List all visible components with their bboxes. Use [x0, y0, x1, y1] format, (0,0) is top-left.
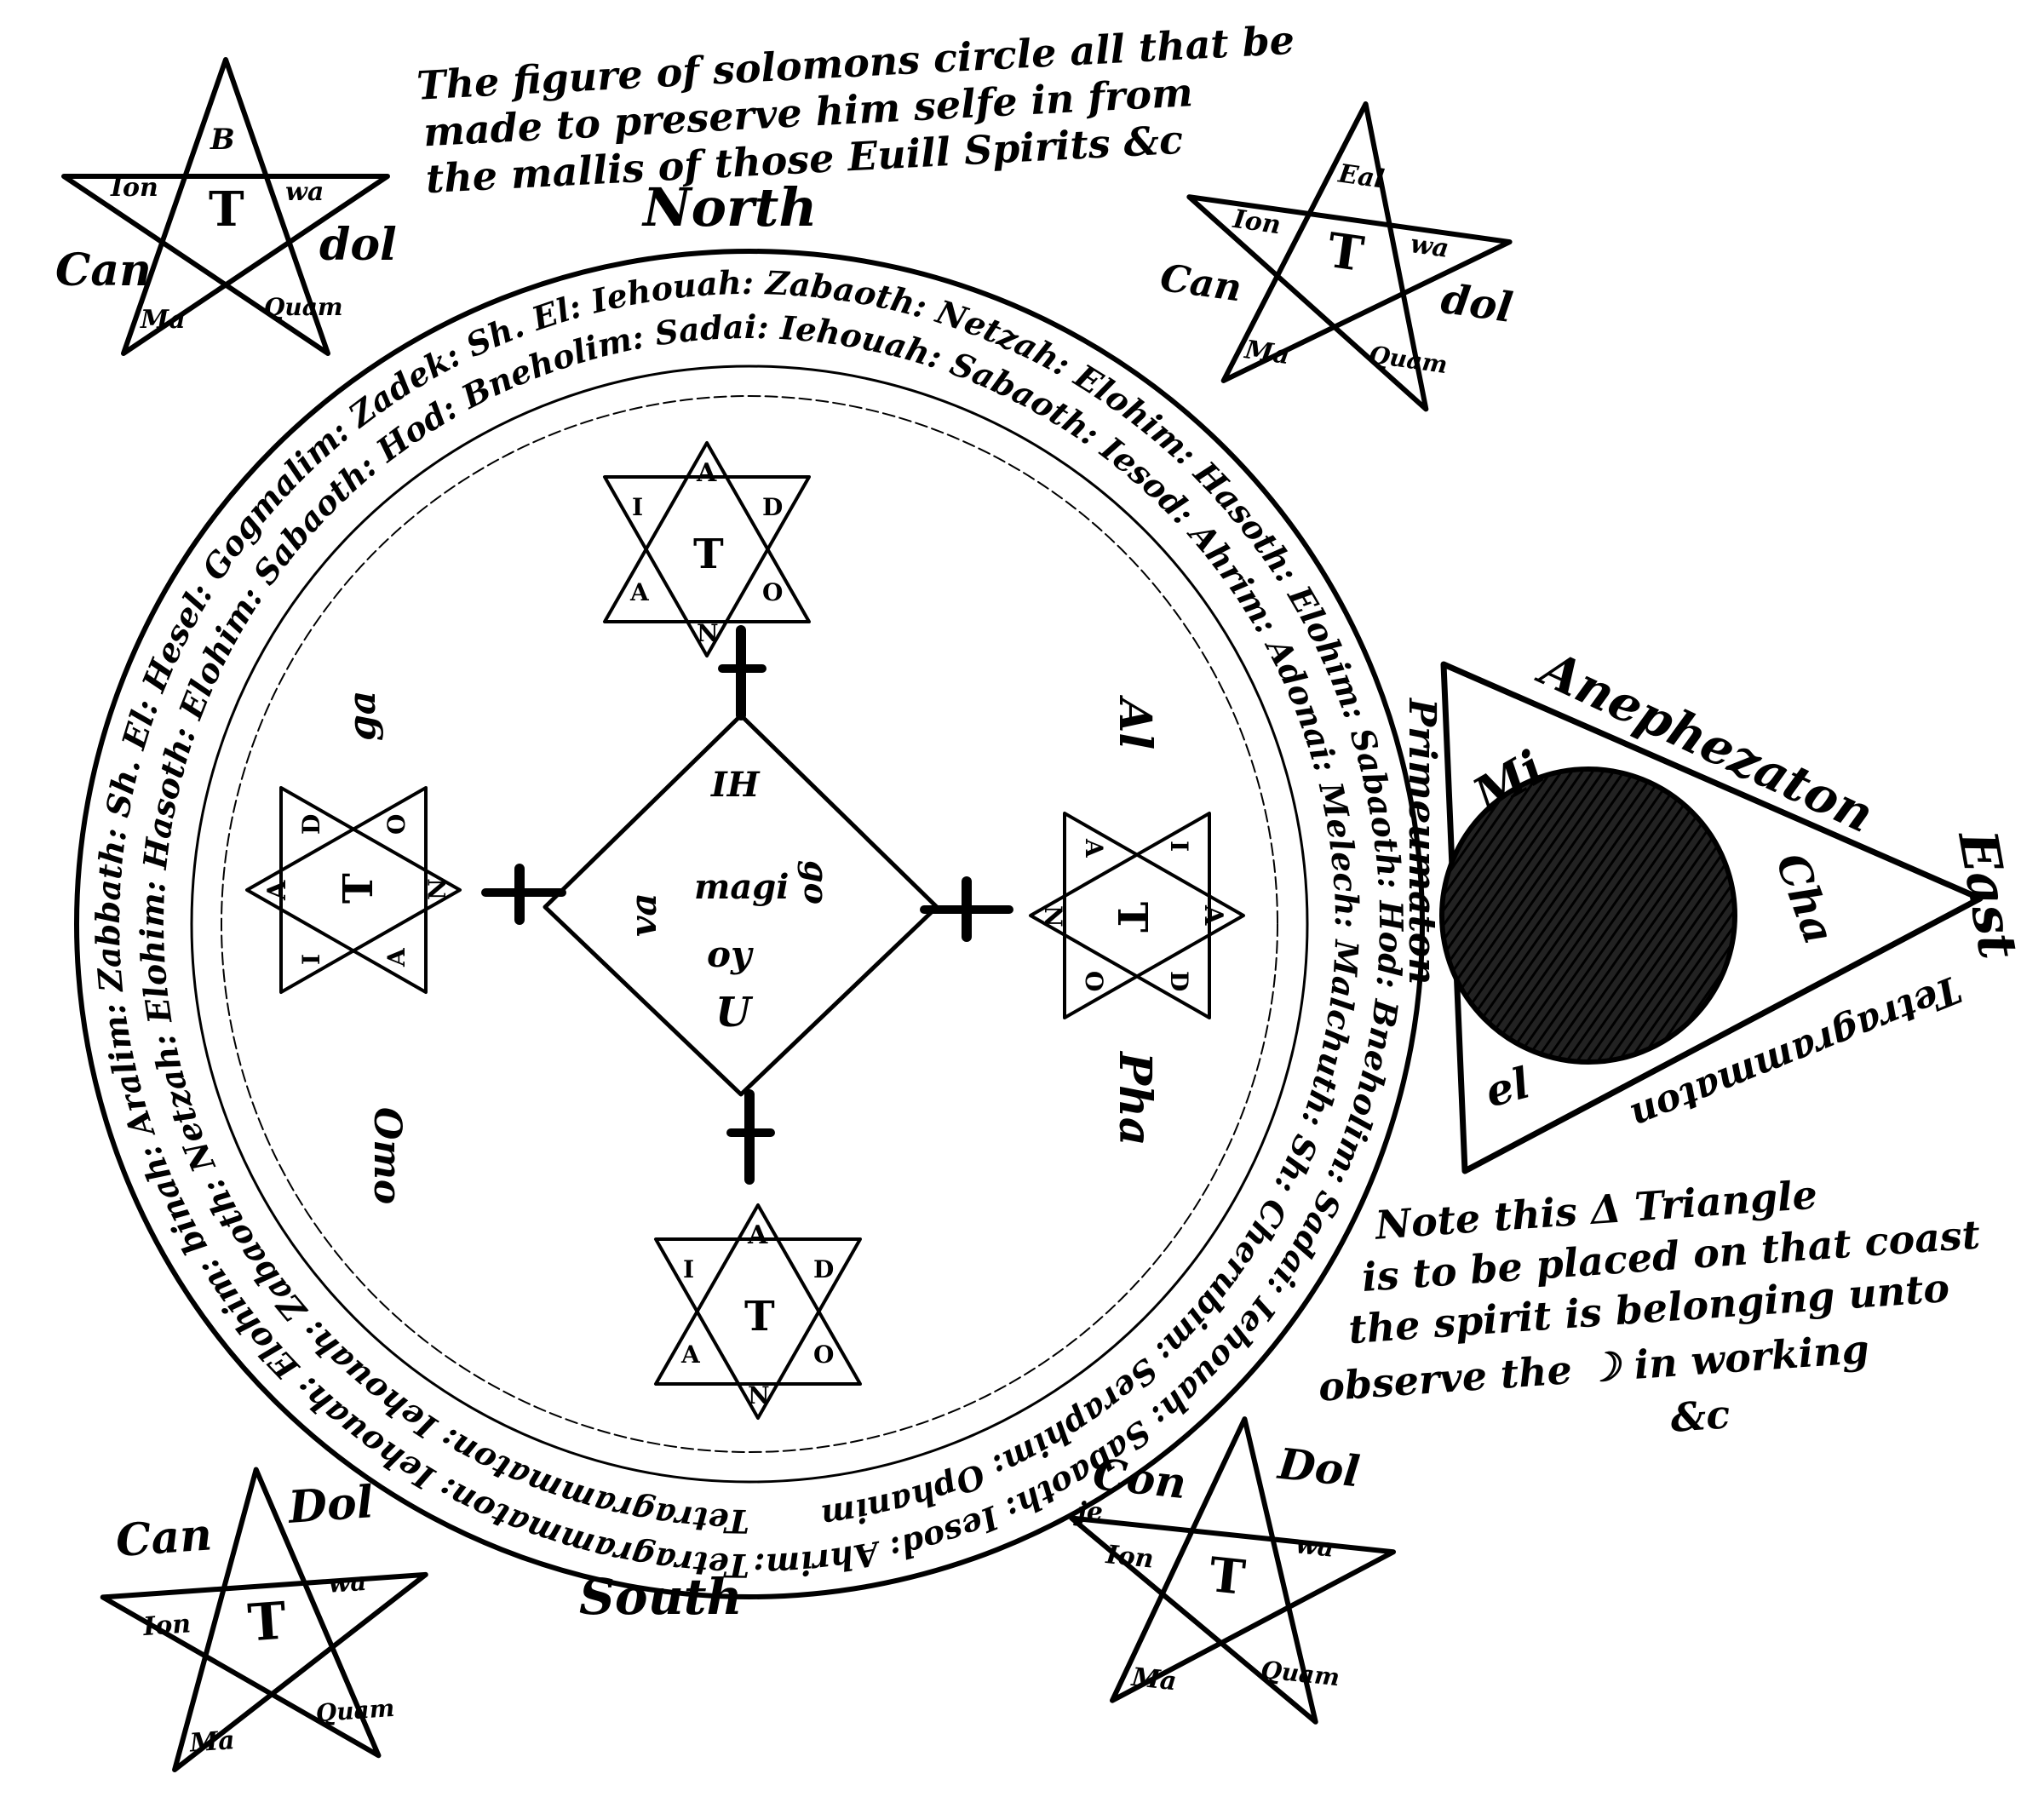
hexagram-left-point-6: I	[297, 954, 325, 965]
hexagram-top-point-2: D	[762, 493, 783, 521]
square-label-bottom: U	[715, 989, 754, 1036]
cross-top	[718, 625, 766, 721]
hexagram-top-point-1: A	[696, 458, 717, 488]
hexagram-right-point-2: D	[1165, 971, 1193, 991]
pentagram-4-center: T	[1207, 1547, 1249, 1606]
pentagram-4-bottom-left: Ma	[1129, 1662, 1178, 1697]
hexagram-right-point-6: I	[1165, 841, 1193, 852]
pentagram-3-bottom-left: Ma	[188, 1725, 236, 1759]
hexagram-bottom-point-3: O	[813, 1341, 834, 1369]
hexagram-top-point-3: O	[762, 578, 783, 606]
pentagram-2-left: Can	[1157, 256, 1244, 311]
hexagram-bottom-point-4: N	[748, 1381, 770, 1409]
right-hexagram-label-bottom: Pha	[1109, 1050, 1161, 1146]
central-square: IH va magi go oy U	[543, 713, 939, 1097]
pentagram-2-bottom-left: Ma	[1243, 335, 1292, 370]
direction-north: North	[641, 176, 817, 238]
pentagram-1-inner-right: wa	[285, 177, 324, 207]
pentagram-2-center: T	[1324, 222, 1368, 283]
pentagram-2-bottom-right: Quam	[1367, 341, 1449, 380]
right-hexagram-label-top: Al	[1109, 694, 1161, 749]
direction-east: East	[1946, 824, 2030, 964]
square-label-top: IH	[710, 765, 761, 805]
pentagram-1-center: T	[209, 181, 244, 238]
small-mark: je	[1073, 1497, 1103, 1527]
pentagram-3-inner-left: Ion	[141, 1609, 192, 1642]
pentagram-1-left: Can	[55, 244, 152, 296]
pentagram-2-inner-right: wa	[1409, 229, 1451, 264]
hexagram-top-point-5: A	[629, 578, 650, 606]
central-square-outline	[543, 713, 939, 1097]
pentagram-4-inner-left: Ion	[1104, 1540, 1155, 1575]
hexagram-left-point-5: A	[382, 947, 411, 967]
hexagram-right-center: T	[1108, 902, 1156, 933]
pentagram-4-left: Con	[1091, 1449, 1189, 1508]
pentagram-1-top: B	[210, 123, 235, 157]
triangle-of-art: Anephezaton Tetragrammaton Primeumaton M…	[1400, 638, 1984, 1174]
square-label-right: go	[797, 860, 835, 904]
pentagram-2-right: dol	[1438, 275, 1516, 332]
hexagram-right-point-3: O	[1080, 971, 1108, 991]
cross-bottom	[726, 1089, 775, 1185]
pentagram-bottom-left: T Can Dol Ion wa Ma Quam	[100, 1467, 428, 1773]
hexagram-left-point-3: O	[382, 814, 411, 835]
hexagram-bottom-point-5: A	[680, 1341, 701, 1369]
inner-ring-circle	[190, 365, 1309, 1484]
triangle-dark-circle	[1439, 766, 1737, 1065]
hexagram-top: T A D O N A I	[603, 441, 811, 657]
hexagram-bottom-center: T	[744, 1293, 775, 1341]
pentagram-1-bottom-right: Quam	[264, 293, 343, 321]
ring-inner-textpath: Tetragrammaton: Iehouah: Zabaoth: Netzah…	[133, 307, 1366, 1541]
inner-dashed-circle	[221, 395, 1278, 1453]
hexagram-left-point-1: A	[262, 880, 292, 901]
note-line-5: &c	[1669, 1391, 1731, 1441]
pentagram-top-right: T Can dol Eal Ion wa Ma Quam	[1157, 100, 1516, 412]
pentagram-1-inner-left: Ion	[110, 173, 158, 203]
hexagram-right-point-4: N	[1039, 905, 1067, 927]
hexagram-bottom-point-6: I	[683, 1255, 694, 1283]
cross-left	[481, 864, 566, 925]
hexagram-left-point-2: D	[297, 814, 325, 835]
outer-ring-circle	[74, 249, 1425, 1599]
triangle-note: Note this Δ Triangle is to be placed on …	[1317, 1172, 1981, 1441]
pentagram-3-left: Can	[114, 1508, 214, 1567]
square-label-left: va	[623, 893, 664, 937]
hexagram-right-point-1: A	[1198, 904, 1228, 926]
hexagram-top-point-6: I	[632, 493, 643, 521]
pentagram-top-left: T Can dol B Ion wa Ma Quam	[55, 57, 397, 356]
pentagram-3-top: Dol	[285, 1476, 376, 1534]
hexagram-left-center: T	[335, 873, 382, 904]
cross-right	[920, 876, 1013, 942]
pentagram-1-right: dol	[319, 219, 397, 271]
hexagram-left: T A D O N A I	[245, 786, 462, 994]
pentagram-3-inner-right: wa	[327, 1567, 368, 1599]
ring-inner-text: Tetragrammaton: Iehouah: Zabaoth: Netzah…	[133, 307, 1366, 1541]
left-hexagram-label-top: ga	[341, 691, 384, 741]
square-label-middle: magi	[694, 867, 789, 907]
hexagram-right-point-5: A	[1080, 838, 1108, 858]
pentagram-3-bottom-right: Quam	[315, 1694, 396, 1727]
triangle-corner-right: Cha	[1766, 847, 1846, 950]
hexagram-left-point-4: N	[423, 878, 451, 900]
pentagram-bottom-right: T Con Dol Ion wa Ma Quam	[1069, 1416, 1397, 1725]
top-caption: The figure of solomons circle all that b…	[416, 17, 1295, 203]
hexagram-top-point-4: N	[697, 619, 719, 647]
pentagram-2-top: Eal	[1335, 158, 1386, 194]
hexagram-top-center: T	[693, 531, 724, 578]
hexagram-bottom: T A D O N A I	[654, 1203, 862, 1420]
pentagram-4-inner-right: wa	[1295, 1530, 1336, 1564]
hexagram-bottom-point-2: D	[813, 1255, 834, 1283]
pentagram-4-top: Dol	[1274, 1438, 1362, 1497]
hexagram-bottom-point-1: A	[747, 1220, 768, 1250]
triangle-left-name: Primeumaton	[1400, 697, 1444, 985]
left-hexagram-label-bottom: Omo	[365, 1107, 409, 1204]
pentagram-1-bottom-left: Ma	[140, 305, 186, 335]
square-label-lower: oy	[707, 933, 754, 975]
hexagram-right: T A D O N A I	[1029, 812, 1245, 1019]
triangle-corner-bottom: el	[1480, 1057, 1535, 1117]
pentagram-3-center: T	[246, 1592, 289, 1654]
pentagram-2-inner-left: Ion	[1231, 204, 1283, 241]
